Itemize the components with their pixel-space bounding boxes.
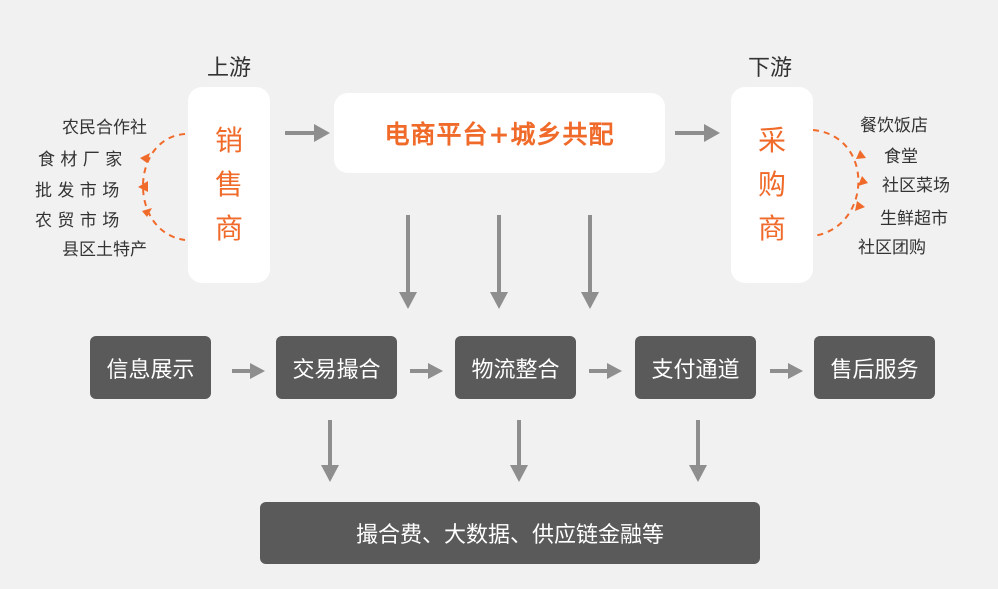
downstream-item: 社区菜场 [882, 176, 950, 196]
arrow-platform-down-3 [581, 215, 599, 309]
platform-box: 电商平台+城乡共配 [334, 93, 665, 173]
seller-char: 销 [214, 124, 243, 157]
upstream-item: 农民合作社 [62, 118, 147, 138]
upstream-item: 批 发 市 场 [35, 181, 120, 201]
downstream-item: 餐饮饭店 [860, 116, 928, 136]
buyer-char: 采 [757, 124, 786, 157]
downstream-item: 社区团购 [858, 238, 926, 258]
arrow-platform-down-1 [399, 215, 417, 309]
downstream-label: 下游 [748, 56, 793, 81]
arrow-to-revenue-1 [321, 420, 339, 482]
buyer-char: 商 [757, 212, 786, 245]
upstream-item: 县区土特产 [62, 240, 147, 260]
downstream-item: 生鲜超市 [880, 209, 948, 229]
arrow-process-1 [232, 363, 265, 379]
revenue-box: 撮合费、大数据、供应链金融等 [260, 502, 760, 564]
upstream-item: 农 贸 市 场 [35, 211, 120, 231]
upstream-dashed-curve [138, 133, 186, 241]
seller-box: 销 售 商 [188, 87, 270, 283]
arrow-to-revenue-2 [510, 420, 528, 482]
process-label: 物流整合 [471, 357, 560, 383]
arrow-upstream-to-platform [285, 124, 330, 142]
upstream-label: 上游 [207, 56, 252, 81]
arrow-platform-down-2 [490, 215, 508, 309]
seller-char: 商 [214, 212, 243, 245]
process-logistics: 物流整合 [455, 336, 576, 399]
arrow-platform-to-downstream [675, 124, 720, 142]
process-payment: 支付通道 [635, 336, 756, 399]
process-label: 售后服务 [830, 357, 919, 383]
revenue-title: 撮合费、大数据、供应链金融等 [355, 523, 664, 548]
process-info-display: 信息展示 [90, 336, 211, 399]
downstream-item: 食堂 [884, 147, 918, 167]
process-after-sales: 售后服务 [814, 336, 935, 399]
buyer-box: 采 购 商 [731, 87, 813, 283]
platform-title: 电商平台+城乡共配 [384, 120, 615, 149]
process-trade-matching: 交易撮合 [276, 336, 397, 399]
process-label: 交易撮合 [292, 357, 381, 383]
process-label: 信息展示 [106, 357, 195, 383]
arrow-process-2 [410, 363, 443, 379]
upstream-item: 食 材 厂 家 [38, 150, 123, 170]
arrow-process-4 [770, 363, 803, 379]
seller-char: 售 [214, 168, 243, 201]
arrow-process-3 [589, 363, 622, 379]
process-label: 支付通道 [651, 357, 740, 383]
buyer-char: 购 [757, 168, 786, 201]
downstream-dashed-curve [812, 129, 868, 237]
arrow-to-revenue-3 [689, 420, 707, 482]
